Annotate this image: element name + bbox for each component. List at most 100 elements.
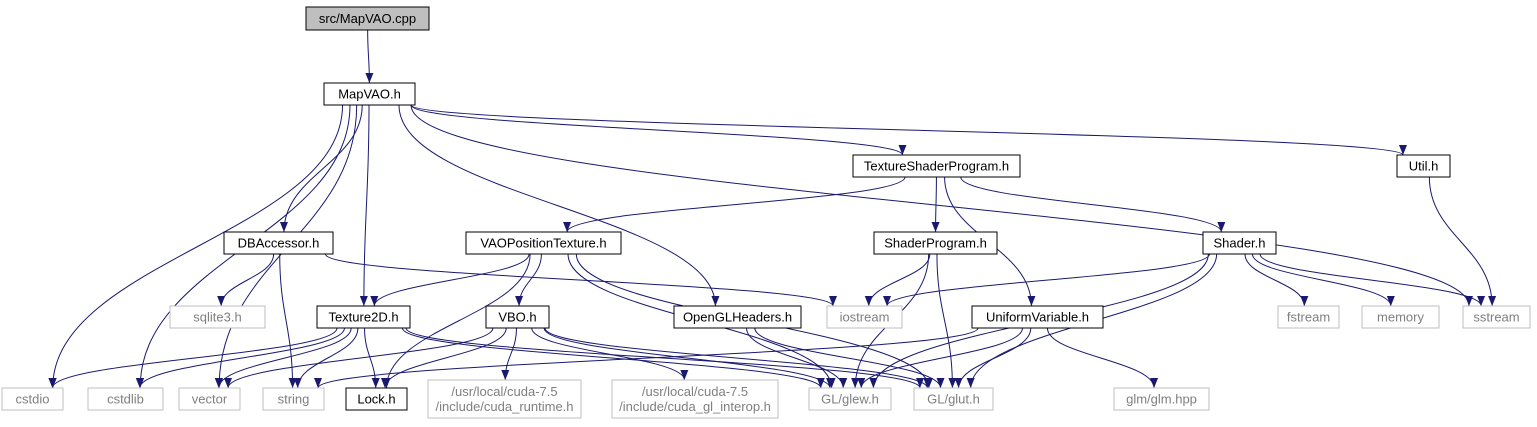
node-cstdio: cstdio [1,387,64,411]
node-label: OpenGLHeaders.h [683,310,792,325]
node-memory: memory [1361,305,1440,329]
node-label: /include/cuda_gl_interop.h [619,399,771,414]
node-label: DBAccessor.h [238,236,320,251]
node-lock[interactable]: Lock.h [345,387,408,411]
edge-tex2d-to-string [293,327,359,389]
edge-vbo-to-lock [381,327,507,389]
node-vaopt[interactable]: VAOPositionTexture.h [465,231,622,255]
edge-tex2d-to-lock [364,327,380,389]
node-box [1361,305,1440,329]
node-oglh[interactable]: OpenGLHeaders.h [673,305,802,329]
node-sqlite: sqlite3.h [169,305,266,329]
node-label: cstdlib [107,392,144,407]
edge-uv-to-string [314,327,979,389]
edge-uv-to-glm [1046,327,1159,389]
edge-shader-to-iostream [883,253,1210,307]
node-glm: glm/glm.hpp [1113,387,1210,411]
node-label: ShaderProgram.h [884,236,987,251]
edge-vaopt-to-vbo [515,253,542,307]
edge-mapvao-to-tsp [410,104,907,156]
node-box [1113,387,1210,411]
node-box [808,387,892,411]
edge-mapvao-to-tex2d [359,104,370,307]
node-box [316,305,411,329]
node-uv[interactable]: UniformVariable.h [971,305,1104,329]
edge-dba-to-iostream [324,253,837,307]
node-shader[interactable]: Shader.h [1202,231,1277,255]
node-tex2d[interactable]: Texture2D.h [316,305,411,329]
edge-uv-to-glut [954,327,1032,389]
edge-tsp-to-shader [960,176,1226,233]
edge-sp-to-iostream [864,253,931,307]
edge-mapvao-to-dba [279,104,363,233]
edge-mapvao-to-cstdio [48,104,344,389]
node-cudart: /usr/local/cuda-7.5/include/cuda_runtime… [427,379,582,419]
node-box [305,6,430,31]
node-box [673,305,802,329]
node-label: sqlite3.h [193,310,241,325]
node-box [873,231,998,255]
node-box [465,231,622,255]
node-cudagl: /usr/local/cuda-7.5/include/cuda_gl_inte… [611,379,779,419]
node-dba[interactable]: DBAccessor.h [223,231,334,255]
node-box [852,154,1021,178]
node-mapvao[interactable]: MapVAO.h [323,82,416,106]
edge-root-to-mapvao [365,29,374,84]
node-label: VBO.h [498,310,536,325]
node-fstream: fstream [1277,305,1340,329]
node-root[interactable]: src/MapVAO.cpp [305,6,430,31]
node-box [1462,305,1531,329]
node-box [1202,231,1277,255]
node-util[interactable]: Util.h [1396,154,1451,178]
node-label: UniformVariable.h [986,310,1089,325]
node-sp[interactable]: ShaderProgram.h [873,231,998,255]
edge-vbo-to-cudagl [531,327,689,381]
node-box [611,379,779,419]
edge-shader-to-sstream [1259,253,1485,307]
node-vector: vector [178,387,241,411]
edge-vbo-to-cudart [501,327,517,381]
node-box [223,231,334,255]
edge-util-to-sstream [1428,176,1497,307]
edge-dba-to-sqlite [217,253,275,307]
node-box [1396,154,1451,178]
node-vbo[interactable]: VBO.h [485,305,550,329]
node-label: string [278,392,310,407]
edge-vbo-to-glew [543,327,834,389]
node-tsp[interactable]: TextureShaderProgram.h [852,154,1021,178]
edge-vbo-to-glut [544,327,932,389]
node-glew: GL/glew.h [808,387,892,411]
node-label: src/MapVAO.cpp [319,11,416,26]
node-sstream: sstream [1462,305,1531,329]
edge-shader-to-fstream [1244,253,1309,307]
node-label: /usr/local/cuda-7.5 [642,384,748,399]
node-label: GL/glew.h [821,392,879,407]
node-box [87,387,164,411]
node-box [427,379,582,419]
node-label: Texture2D.h [328,310,398,325]
edge-dba-to-string [279,253,297,389]
node-label: cstdio [16,392,50,407]
node-label: fstream [1287,310,1330,325]
node-label: Util.h [1409,159,1439,174]
node-label: /usr/local/cuda-7.5 [451,384,557,399]
edge-vbo-to-vector [224,327,494,389]
node-box [262,387,325,411]
edge-mapvao-to-oglh [398,104,720,307]
node-label: TextureShaderProgram.h [864,159,1009,174]
node-label: sstream [1473,310,1519,325]
edge-tex2d-to-cstdlib [135,327,345,389]
edge-oglh-to-glut [754,327,945,389]
node-label: glm/glm.hpp [1126,392,1197,407]
node-iostream: iostream [826,305,903,329]
edge-tex2d-to-cstdio [48,327,338,389]
edge-tsp-to-vaopt [563,176,906,233]
node-box [169,305,266,329]
node-box [913,387,994,411]
edge-tex2d-to-glew [401,327,825,389]
edge-vaopt-to-lock [382,253,531,389]
nodes: src/MapVAO.cppMapVAO.hTextureShaderProgr… [1,6,1531,419]
node-label: Shader.h [1213,236,1265,251]
node-glut: GL/glut.h [913,387,994,411]
node-string: string [262,387,325,411]
